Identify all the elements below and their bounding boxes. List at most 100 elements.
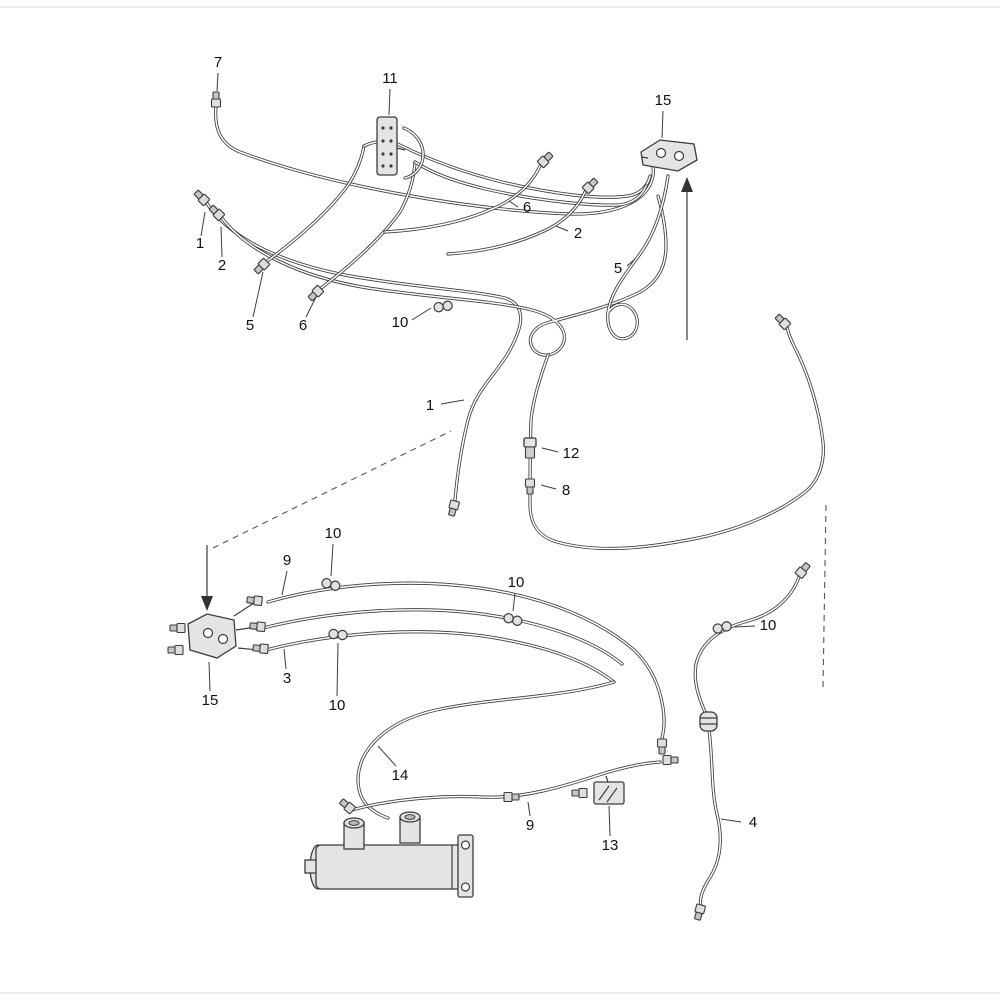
part-13-body [593, 781, 625, 805]
bracket-part-15-bottom [187, 602, 259, 659]
tube-fitting [167, 644, 184, 656]
leader-10-c [733, 625, 756, 628]
leader-12 [541, 447, 559, 453]
bracket-part-15-top [640, 139, 698, 172]
callout-2-right: 2 [574, 225, 582, 242]
leader-5-right [626, 258, 636, 267]
leader-5-left [252, 271, 264, 318]
tube-fitting [571, 787, 588, 799]
callout-15-bottom: 15 [202, 692, 219, 709]
leader-4 [720, 818, 742, 823]
callout-10-c: 10 [760, 617, 777, 634]
pipe-2-right-path [446, 188, 588, 256]
leader-10-b [512, 592, 516, 612]
grommet-part [699, 711, 718, 732]
association-lines [201, 177, 827, 689]
tube-fitting [692, 903, 707, 922]
callout-1-down: 1 [426, 397, 434, 414]
leader-8 [540, 484, 557, 490]
arrow-up-icon [681, 177, 693, 192]
callout-5-right: 5 [614, 260, 622, 277]
clip-part-10 [711, 618, 734, 636]
leader-15-bottom [208, 661, 211, 692]
clip-part-10 [432, 298, 454, 315]
callout-1-left: 1 [196, 235, 204, 252]
pipe-5-left-core [265, 145, 365, 263]
dashed-link-right [822, 504, 827, 689]
callout-8: 8 [562, 482, 570, 499]
master-cylinder [304, 811, 474, 898]
pipe-8-12-core [529, 326, 825, 550]
tube-fitting [656, 738, 668, 755]
clip-part-10 [502, 612, 524, 627]
leader-7 [216, 72, 219, 92]
tube-fitting [446, 499, 461, 518]
callout-2-left: 2 [218, 257, 226, 274]
pipe-5-left-path [264, 144, 366, 264]
callout-6-right: 6 [523, 199, 531, 216]
callout-10-bundle: 10 [392, 314, 409, 331]
leader-10-d [336, 642, 339, 697]
pipe-9-upper-core [267, 582, 665, 739]
callout-10-a: 10 [325, 525, 342, 542]
brake-pipes [204, 104, 825, 908]
leader-10-bundle [411, 307, 432, 321]
tube-fitting [246, 594, 263, 607]
leader-lines [200, 72, 756, 837]
connector-part-13 [593, 775, 625, 805]
leader-9-upper [281, 570, 288, 596]
leader-10-a [330, 543, 334, 577]
tube-fitting [662, 754, 679, 766]
leader-3 [283, 648, 287, 670]
pipe-8-12-path [528, 325, 825, 551]
callout-7: 7 [214, 54, 222, 71]
leader-9-lower [527, 801, 531, 817]
callout-14: 14 [392, 767, 409, 784]
callout-10-b: 10 [508, 574, 525, 591]
dashed-link-left [212, 430, 452, 549]
bracket-11-plate [376, 116, 398, 176]
arrow-down-icon [201, 596, 213, 611]
tube-fitting [210, 91, 222, 108]
leader-2-left [220, 226, 223, 258]
pipe-3-b-core [265, 631, 615, 683]
callout-6-left: 6 [299, 317, 307, 334]
master-cylinder-flange [457, 834, 474, 898]
callout-5-left: 5 [246, 317, 254, 334]
tube-fitting [249, 620, 266, 633]
callout-13: 13 [602, 837, 619, 854]
line-clips [320, 298, 734, 641]
callout-4: 4 [749, 814, 757, 831]
bundle-strand-a [362, 139, 652, 199]
tube-fitting [794, 560, 812, 580]
callout-15-top: 15 [655, 92, 672, 109]
callout-3: 3 [283, 670, 291, 687]
tube-fitting [169, 622, 186, 634]
bracket-15-top-body [640, 139, 698, 172]
leader-1-down [440, 399, 465, 405]
bracket-part-11 [376, 116, 425, 180]
callout-9-lower: 9 [526, 817, 534, 834]
pipe-2-left-core [220, 195, 667, 356]
pipe-2-left-path [219, 194, 668, 357]
leader-11 [388, 88, 391, 116]
callout-11: 11 [382, 70, 398, 87]
leader-13 [608, 805, 611, 837]
leader-6-left [305, 296, 317, 318]
callout-10-d: 10 [329, 697, 346, 714]
tube-fitting [337, 797, 357, 815]
callout-labels: 7 11 15 1 2 5 6 6 2 5 10 1 12 8 10 9 10 … [196, 54, 777, 854]
callout-12: 12 [563, 445, 580, 462]
pipe-9-upper-path [266, 581, 666, 740]
callout-9-upper: 9 [283, 552, 291, 569]
leader-2-right [555, 225, 569, 232]
union-part-12 [523, 437, 537, 459]
tube-fitting [252, 642, 269, 655]
tube-fitting [503, 791, 520, 803]
leader-15-top [661, 110, 664, 139]
tube-fitting-part-8 [524, 478, 536, 495]
leader-14 [377, 745, 397, 767]
master-cylinder-body [315, 844, 463, 890]
